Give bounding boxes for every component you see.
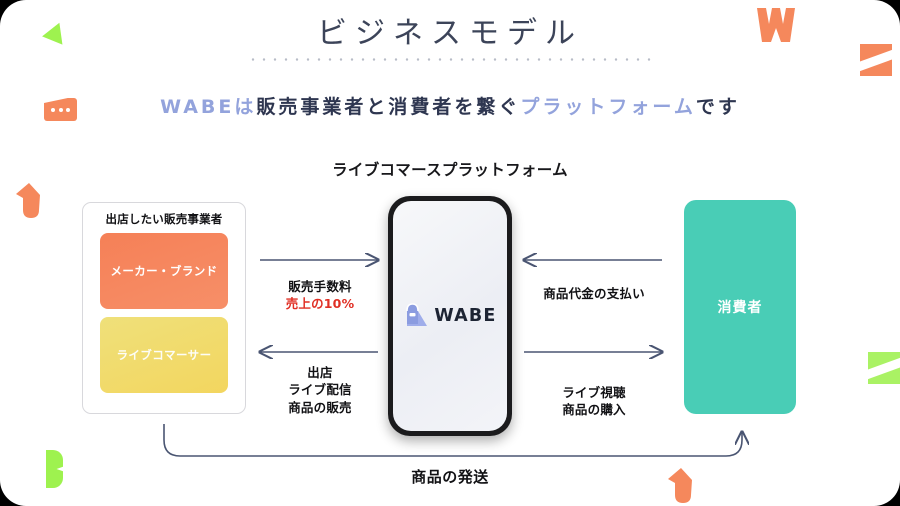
label-shipping: 商品の発送 xyxy=(411,468,489,486)
green-half-circle-icon xyxy=(46,450,63,488)
wabe-logo: WABE xyxy=(403,302,496,330)
page-title: ビジネスモデル xyxy=(317,16,583,51)
subtitle-part-main: 販売事業者と消費者を繋ぐ xyxy=(256,96,521,118)
title-divider xyxy=(247,58,653,61)
orange-square-stripe-icon xyxy=(860,44,892,76)
orange-blob-icon xyxy=(16,183,40,218)
label-listing: 出店 xyxy=(307,365,333,380)
label-livestream: ライブ配信 xyxy=(288,382,352,398)
platform-caption: ライブコマースプラットフォーム xyxy=(332,161,568,179)
phone-screen: WABE xyxy=(393,201,507,431)
page-subtitle: WABEは販売事業者と消費者を繋ぐプラットフォームです xyxy=(0,92,900,119)
seller-card: 出店したい販売事業者 メーカー・ブランド ライブコマーサー xyxy=(82,202,246,414)
label-consumer-to-platform: 商品代金の支払い xyxy=(520,285,668,302)
label-payment: 商品代金の支払い xyxy=(543,286,645,301)
orange-blob-bottom-icon xyxy=(668,468,692,503)
orange-zigzag-icon xyxy=(757,8,795,42)
label-product-purchase: 商品の購入 xyxy=(562,402,626,418)
wabe-bag-icon xyxy=(406,303,428,326)
label-platform-to-consumer: ライブ視聴 商品の購入 xyxy=(520,384,668,419)
consumer-box: 消費者 xyxy=(684,200,796,414)
label-fee-title: 販売手数料 xyxy=(288,279,352,294)
label-product-sales: 商品の販売 xyxy=(288,399,352,415)
label-live-viewing: ライブ視聴 xyxy=(562,385,626,400)
seller-chip-live-commercer: ライブコマーサー xyxy=(100,317,228,393)
subtitle-part-tail: です xyxy=(695,96,740,118)
label-fee-rate: 売上の10% xyxy=(285,296,355,312)
wabe-logo-text: WABE xyxy=(434,306,497,326)
platform-phone: WABE xyxy=(388,196,512,436)
label-platform-to-seller: 出店 ライブ配信 商品の販売 xyxy=(255,364,385,416)
orange-speech-bubble-icon xyxy=(44,98,77,121)
seller-card-title: 出店したい販売事業者 xyxy=(105,212,223,226)
subtitle-part-brand: WABEは xyxy=(160,96,257,118)
subtitle-part-platform: プラットフォーム xyxy=(520,96,696,118)
green-square-stripe-icon xyxy=(868,352,900,384)
label-seller-to-platform: 販売手数料 売上の10% xyxy=(255,278,385,313)
seller-chip-maker-brand: メーカー・ブランド xyxy=(100,233,228,309)
